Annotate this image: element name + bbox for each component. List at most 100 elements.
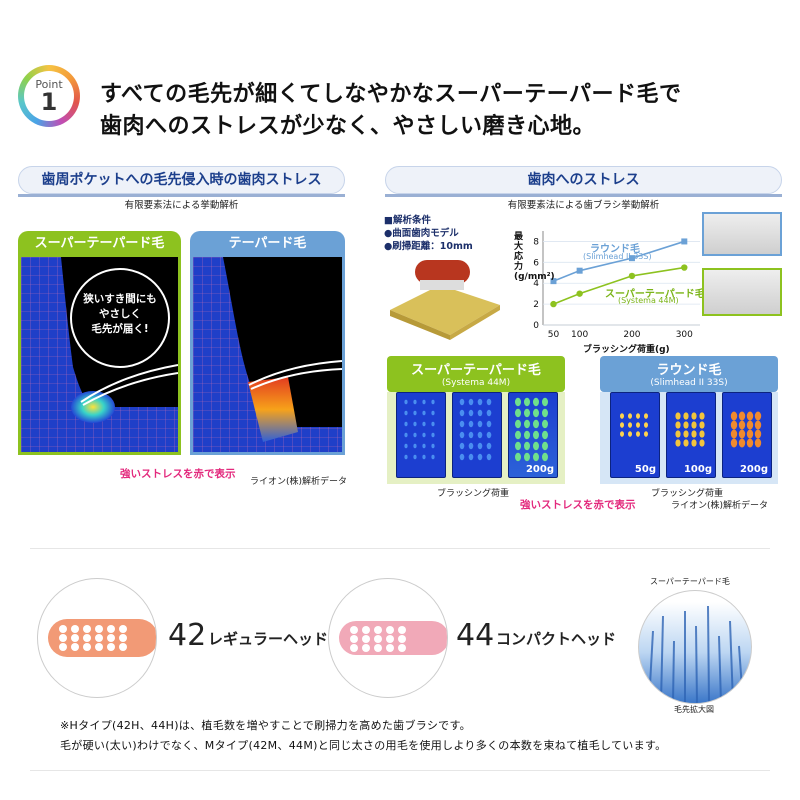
heat-spot-super — [431, 399, 435, 405]
right-title-underline — [385, 194, 782, 197]
heat-spot-round — [754, 411, 762, 421]
heat-spot-super — [422, 443, 426, 449]
section-divider — [30, 548, 770, 549]
heatmap-round-1-load: 50g — [634, 464, 656, 475]
heat-spot-super — [422, 432, 426, 438]
heat-spot-round — [644, 431, 648, 437]
heat-spot-super — [431, 443, 435, 449]
heat-spot-super — [533, 452, 539, 462]
heat-spot-round — [754, 420, 762, 430]
heat-spot-super — [486, 453, 492, 461]
heat-spot-super — [404, 443, 408, 449]
heat-spot-round — [636, 413, 640, 419]
heat-spot-round — [636, 422, 640, 428]
point-number: 1 — [40, 88, 58, 116]
analysis-conditions: ■解析条件 ●曲面歯肉モデル ●刷掃距離：10mm — [384, 214, 473, 253]
bristle-closeup-lines — [648, 605, 744, 703]
chart-ytick-label: 0 — [533, 321, 539, 331]
heat-spot-round — [699, 439, 705, 447]
heat-spot-round — [746, 429, 754, 439]
heat-spot-round — [675, 439, 681, 447]
chart-xtick-label: 200 — [623, 330, 640, 340]
heat-spot-round — [754, 429, 762, 439]
chart-ytick-label: 8 — [533, 237, 539, 247]
left-title-underline — [18, 194, 345, 197]
heat-spot-super — [404, 454, 408, 460]
heat-spot-super — [533, 397, 539, 407]
chart-point — [681, 264, 688, 271]
model-44-name: コンパクトヘッド — [496, 630, 617, 648]
tapered-bristle-photo — [702, 268, 782, 316]
compare-round-label: ラウンド毛 — [656, 363, 722, 378]
heat-spot-round — [738, 438, 746, 448]
heat-spot-super — [413, 421, 417, 427]
heat-spot-super — [477, 398, 483, 406]
heat-spot-super — [477, 453, 483, 461]
chart-point — [681, 238, 688, 245]
heat-spot-super — [542, 419, 548, 429]
left-section-subtitle: 有限要素法による挙動解析 — [124, 200, 239, 211]
conditions-model: ●曲面歯肉モデル — [384, 228, 459, 239]
heat-spot-super — [533, 430, 539, 440]
heat-spot-round — [644, 413, 648, 419]
left-stress-note: 強いストレスを赤で表示 — [120, 468, 236, 480]
heat-spot-round — [683, 430, 689, 438]
chart-point — [628, 272, 636, 280]
chart-point — [550, 300, 557, 308]
heat-spot-super — [515, 441, 521, 451]
gum-simulation-a — [21, 257, 178, 452]
callout-line-2: やさしく — [99, 308, 141, 320]
point-badge — [24, 71, 74, 121]
heat-spot-super — [477, 409, 483, 417]
heat-spot-super — [422, 410, 426, 416]
heat-spot-super — [468, 420, 474, 428]
heat-spot-super — [515, 419, 521, 429]
brush-44-image — [328, 578, 448, 698]
footnote-line-2: 毛が硬い(太い)わけでなく、Mタイプ(42M、44M)と同じ太さの用毛を使用しよ… — [60, 739, 667, 752]
heat-spot-round — [738, 429, 746, 439]
heat-spot-super — [404, 421, 408, 427]
heat-spot-super — [431, 421, 435, 427]
heat-spot-super — [468, 431, 474, 439]
heat-spot-super — [524, 430, 530, 440]
load-label-super: ブラッシング荷重 — [437, 489, 510, 499]
heat-spot-super — [468, 442, 474, 450]
heatmap-super-1 — [396, 392, 446, 478]
brush-42-image — [37, 578, 157, 698]
heat-spot-super — [459, 398, 465, 406]
heat-spot-super — [422, 399, 426, 405]
heat-spot-super — [542, 441, 548, 451]
heat-spot-super — [413, 443, 417, 449]
footnote-line-1: ※Hタイプ(42H、44H)は、植毛数を増やすことで刷掃力を高めた歯ブラシです。 — [60, 719, 471, 732]
compare-super-label: スーパーテーパード毛 — [411, 363, 541, 378]
heat-spot-round — [628, 413, 632, 419]
callout-line-1: 狭いすき間にも — [83, 293, 157, 305]
heat-spot-super — [422, 421, 426, 427]
heatmap-round-2-load: 100g — [683, 464, 712, 475]
brush-44-icon — [339, 621, 447, 655]
heat-spot-super — [459, 431, 465, 439]
chart-series-line — [553, 240, 685, 282]
heatmap-round-1: 50g — [610, 392, 660, 478]
heat-spot-super — [477, 420, 483, 428]
heat-spot-round — [636, 431, 640, 437]
chart-ytick-label: 2 — [533, 300, 539, 310]
heat-spot-round — [620, 413, 624, 419]
chart-point — [628, 255, 635, 262]
chart-point — [576, 290, 583, 297]
heat-spot-super — [422, 454, 426, 460]
heat-spot-super — [486, 420, 492, 428]
chart-xtick-label: 300 — [676, 330, 693, 340]
heat-spot-round — [691, 412, 697, 420]
load-label-round: ブラッシング荷重 — [651, 489, 724, 499]
heat-spot-super — [468, 453, 474, 461]
heat-spot-super — [486, 398, 492, 406]
compare-super-sub: (Systema 44M) — [441, 378, 511, 388]
heat-spot-super — [515, 408, 521, 418]
heat-spot-round — [730, 411, 738, 421]
right-stress-note: 強いストレスを赤で表示 — [520, 499, 636, 511]
heat-spot-round — [675, 421, 681, 429]
heat-spot-round — [699, 430, 705, 438]
heat-spot-super — [413, 399, 417, 405]
heat-spot-round — [746, 438, 754, 448]
